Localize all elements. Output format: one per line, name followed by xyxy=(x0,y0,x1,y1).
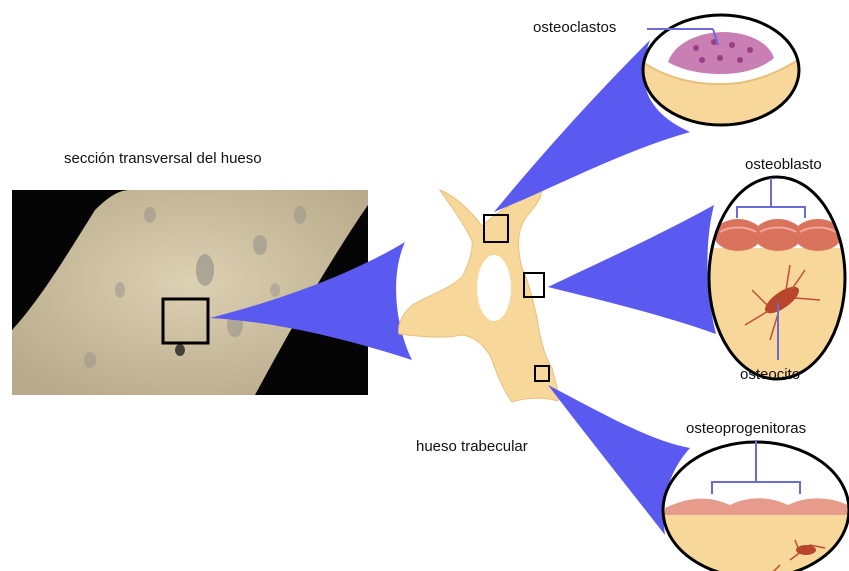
osteoprogenitor-circle xyxy=(660,440,849,571)
osteoprogenitor-label: osteoprogenitoras xyxy=(686,420,806,438)
osteoclast-label: osteoclastos xyxy=(533,19,616,37)
trabecular-hole xyxy=(477,255,511,321)
osteoblast-callout-wedge xyxy=(548,205,716,334)
cross-section-label: sección transversal del hueso xyxy=(64,150,262,168)
osteocyte-label: osteocito xyxy=(740,366,800,384)
trabecular-bone-label: hueso trabecular xyxy=(416,438,528,456)
osteoblast-label: osteoblasto xyxy=(745,156,822,174)
